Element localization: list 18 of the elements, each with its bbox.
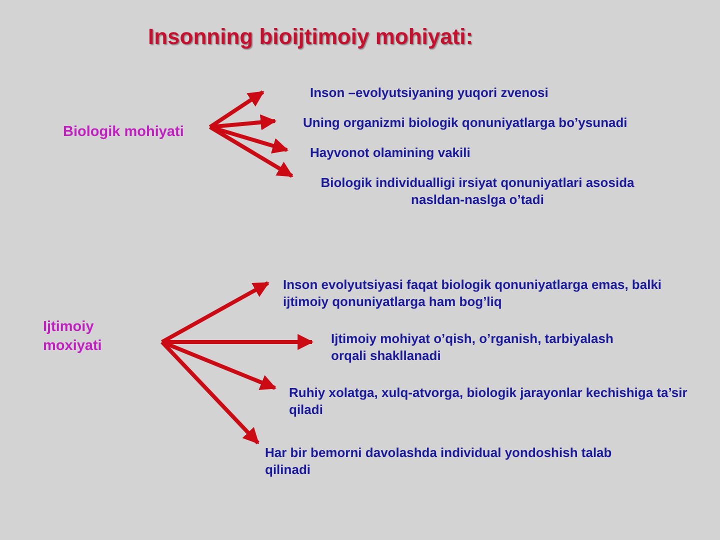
arrow	[161, 340, 276, 390]
text-label: Inson evolyutsiyasi faqat biologik qonuniyatlarga emas, balki ijtimoiy qonuniyatlarga ham bog’liq	[283, 276, 673, 310]
text-label: Inson –evolyutsiyaning yuqori zvenosi	[310, 84, 548, 101]
text-label: Ijtimoiy moxiyati	[43, 318, 123, 356]
text-label: Biologik mohiyati	[63, 123, 184, 142]
arrow	[210, 114, 277, 130]
arrow	[208, 90, 264, 129]
title: Insonning bioijtimoiy mohiyati:	[148, 24, 474, 50]
arrow	[160, 340, 260, 444]
text-label: Har bir bemorni davolashda individual yondoshish talab qilinadi	[265, 444, 615, 478]
arrow	[209, 125, 289, 154]
text-label: Ruhiy xolatga, xulq-atvorga, biologik jarayonlar kechishiga ta’sir qiladi	[289, 384, 699, 418]
arrow	[161, 281, 270, 344]
arrow	[208, 125, 294, 178]
text-label: Ijtimoiy mohiyat o’qish, o’rganish, tarbiyalash orqali shakllanadi	[331, 330, 651, 364]
text-label: Uning organizmi biologik qonuniyatlarga bo’ysunadi	[303, 114, 628, 131]
text-label: Hayvonot olamining vakili	[310, 144, 470, 161]
text-label: Biologik individualligi irsiyat qonuniyatlari asosida nasldan-naslga o’tadi	[305, 174, 650, 208]
